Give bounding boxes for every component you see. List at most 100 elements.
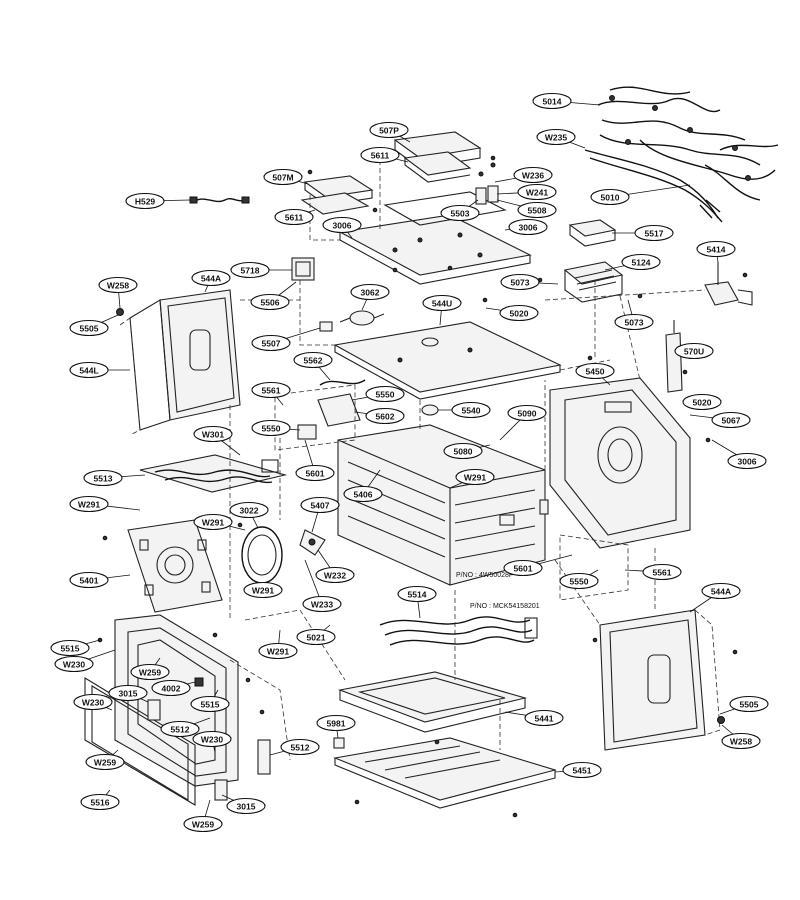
callout-w258[interactable]: W258: [98, 276, 138, 294]
part-5124-cooling-fan[interactable]: [563, 261, 624, 303]
callout-5401[interactable]: 5401: [69, 571, 109, 589]
part-5513-broil-element[interactable]: [139, 454, 288, 493]
callout-5512[interactable]: 5512: [160, 720, 200, 738]
part-h529-cable[interactable]: [189, 196, 250, 204]
callout-w233[interactable]: W233: [302, 595, 342, 613]
callout-5550[interactable]: 5550: [365, 385, 405, 403]
part-5401-convection-cover[interactable]: [127, 519, 223, 613]
callout-3015[interactable]: 3015: [108, 684, 148, 702]
part-5516-door-handle[interactable]: [84, 677, 196, 806]
callout-5515[interactable]: 5515: [190, 695, 230, 713]
callout-w291[interactable]: W291: [258, 642, 298, 660]
callout-5540[interactable]: 5540: [451, 401, 491, 419]
callout-w230[interactable]: W230: [192, 730, 232, 748]
part-4002-hinge[interactable]: [194, 677, 204, 687]
part-w258-screw-top[interactable]: [116, 308, 124, 316]
callout-3062[interactable]: 3062: [350, 283, 390, 301]
callout-3022[interactable]: 3022: [229, 501, 269, 519]
part-3062-thermostat[interactable]: [339, 310, 385, 326]
callout-5601[interactable]: 5601: [503, 559, 543, 577]
part-5611-bracket[interactable]: [300, 192, 370, 215]
callout-507p[interactable]: 507P: [369, 121, 409, 139]
callout-5513[interactable]: 5513: [83, 469, 123, 487]
callout-5506[interactable]: 5506: [250, 293, 290, 311]
callout-5718[interactable]: 5718: [230, 261, 270, 279]
callout-507m[interactable]: 507M: [263, 168, 303, 186]
part-5601-lamp[interactable]: [297, 424, 317, 440]
callout-5602[interactable]: 5602: [365, 407, 405, 425]
callout-5450[interactable]: 5450: [575, 362, 615, 380]
callout-5124[interactable]: 5124: [621, 253, 661, 271]
part-top-mounting-plate[interactable]: [338, 191, 532, 285]
callout-5514[interactable]: 5514: [397, 585, 437, 603]
callout-3006[interactable]: 3006: [727, 452, 767, 470]
callout-5451[interactable]: 5451: [562, 761, 602, 779]
part-3015-hinge[interactable]: [147, 699, 228, 801]
part-5414-motor[interactable]: [704, 262, 753, 306]
callout-5561[interactable]: 5561: [642, 563, 682, 581]
callout-5090[interactable]: 5090: [507, 404, 547, 422]
callout-5020[interactable]: 5020: [499, 304, 539, 322]
callout-w259[interactable]: W259: [183, 815, 223, 833]
part-w258-screw-bottom[interactable]: [717, 716, 725, 724]
part-5507-switch[interactable]: [319, 321, 333, 332]
callout-5561[interactable]: 5561: [251, 381, 291, 399]
callout-5414[interactable]: 5414: [696, 240, 736, 258]
part-544a-right-side-panel[interactable]: [599, 609, 721, 751]
part-544a-left-side-panel[interactable]: [159, 289, 241, 421]
part-5562-wiring[interactable]: [319, 379, 366, 386]
callout-w241[interactable]: W241: [517, 183, 557, 201]
callout-w230[interactable]: W230: [54, 655, 94, 673]
part-5517-relay-board[interactable]: [568, 219, 617, 247]
part-5441-bottom-tray[interactable]: [337, 671, 528, 733]
part-5611-bracket-top[interactable]: [403, 151, 472, 183]
callout-3015[interactable]: 3015: [226, 797, 266, 815]
part-544l-insulation[interactable]: [119, 299, 171, 436]
callout-5073[interactable]: 5073: [500, 273, 540, 291]
callout-3006[interactable]: 3006: [322, 216, 362, 234]
callout-h529[interactable]: H529: [125, 192, 165, 210]
callout-5021[interactable]: 5021: [296, 628, 336, 646]
callout-w236[interactable]: W236: [513, 166, 553, 184]
callout-w235[interactable]: W235: [536, 128, 576, 146]
callout-544u[interactable]: 544U: [422, 294, 462, 312]
callout-w301[interactable]: W301: [193, 425, 233, 443]
callout-5611[interactable]: 5611: [360, 146, 400, 164]
callout-544l[interactable]: 544L: [69, 361, 109, 379]
part-5718-transformer[interactable]: [291, 257, 315, 281]
callout-5505[interactable]: 5505: [69, 319, 109, 337]
part-5512-side-rail[interactable]: [257, 739, 271, 775]
part-5514-bake-element[interactable]: [379, 616, 538, 646]
part-5406-oven-cavity[interactable]: [337, 424, 549, 586]
callout-w291[interactable]: W291: [193, 513, 233, 531]
callout-544a[interactable]: 544A: [191, 269, 231, 287]
callout-4002[interactable]: 4002: [151, 679, 191, 697]
callout-w230[interactable]: W230: [73, 693, 113, 711]
callout-5014[interactable]: 5014: [532, 92, 572, 110]
callout-w291[interactable]: W291: [243, 581, 283, 599]
callout-544a[interactable]: 544A: [701, 582, 741, 600]
callout-5503[interactable]: 5503: [440, 204, 480, 222]
callout-5505[interactable]: 5505: [729, 695, 769, 713]
callout-w291[interactable]: W291: [455, 468, 495, 486]
callout-5507[interactable]: 5507: [251, 334, 291, 352]
part-5540-lamp-socket[interactable]: [421, 404, 439, 416]
callout-5020[interactable]: 5020: [682, 393, 722, 411]
callout-5601[interactable]: 5601: [295, 464, 335, 482]
callout-5406[interactable]: 5406: [343, 485, 383, 503]
part-5602-door-switch[interactable]: [317, 393, 361, 427]
part-3022-convection-element[interactable]: [241, 526, 283, 584]
callout-5515[interactable]: 5515: [50, 639, 90, 657]
part-5508-terminal-block[interactable]: [475, 162, 499, 205]
callout-5981[interactable]: 5981: [316, 714, 356, 732]
callout-5517[interactable]: 5517: [634, 224, 674, 242]
part-5450-front-frame[interactable]: [549, 377, 691, 549]
callout-3006[interactable]: 3006: [508, 218, 548, 236]
callout-w259[interactable]: W259: [85, 753, 125, 771]
callout-5407[interactable]: 5407: [300, 496, 340, 514]
callout-5611[interactable]: 5611: [274, 208, 314, 226]
part-5407-convection-fan[interactable]: [299, 529, 326, 556]
callout-5010[interactable]: 5010: [590, 188, 630, 206]
callout-570u[interactable]: 570U: [674, 342, 714, 360]
callout-5441[interactable]: 5441: [524, 709, 564, 727]
